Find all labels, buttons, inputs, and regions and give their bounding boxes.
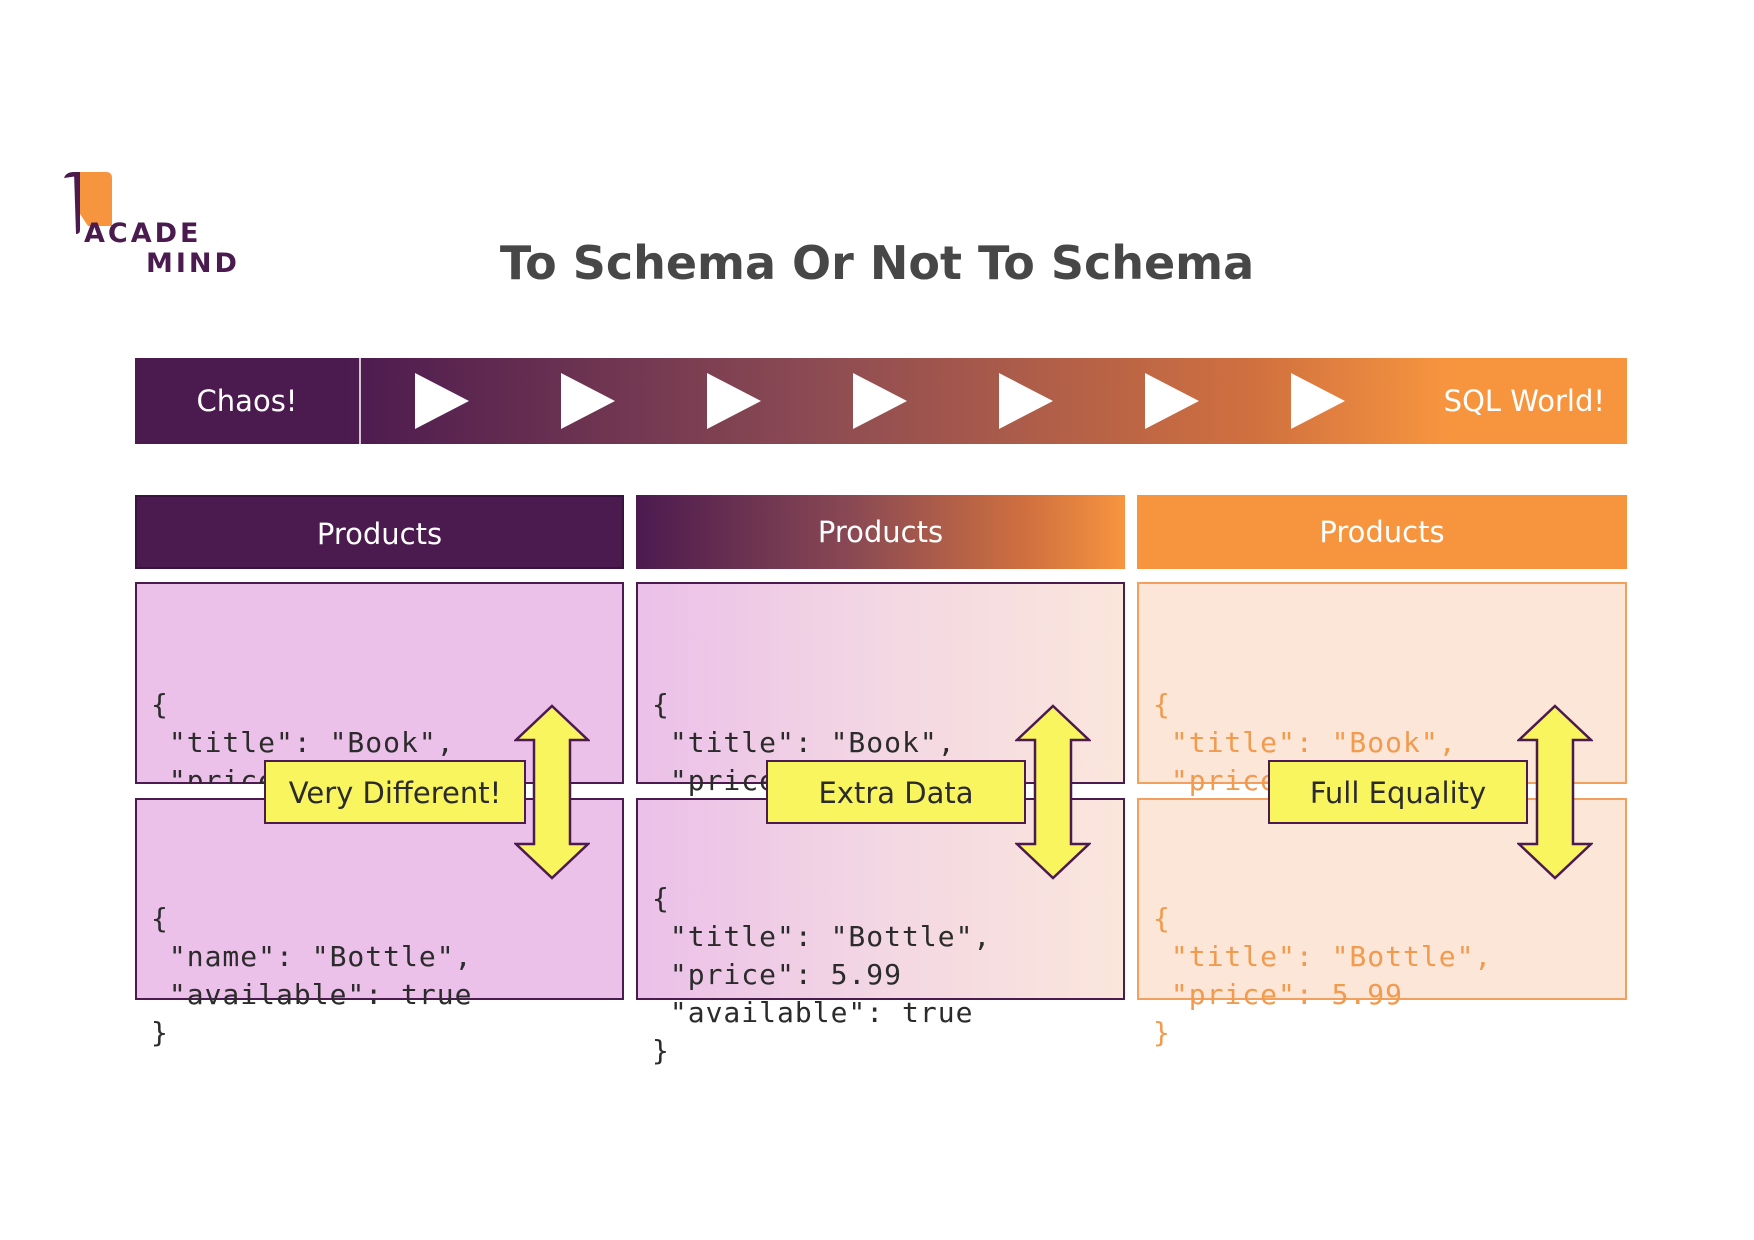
code-line: } (652, 1034, 670, 1067)
code-line: "available": true (652, 996, 974, 1029)
code-line: { (1153, 688, 1171, 721)
spectrum-right-label: SQL World! (1443, 384, 1605, 418)
comparison-label: Very Different! (264, 760, 526, 824)
double-arrow-icon (1517, 704, 1593, 880)
code-line: { (652, 688, 670, 721)
play-arrow-icon (1145, 373, 1199, 429)
column-header-intermediate: Products (636, 495, 1125, 569)
logo-text-line2: MIND (146, 248, 240, 279)
comparison-label: Full Equality (1268, 760, 1528, 824)
play-arrow-icon (1291, 373, 1345, 429)
spectrum-left-label: Chaos! (196, 384, 298, 418)
code-line: { (151, 902, 169, 935)
code-line: { (1153, 902, 1171, 935)
code-line: "price": 5.99 (652, 958, 903, 991)
logo-bookmark-icon (64, 172, 112, 234)
code-line: } (151, 1016, 169, 1049)
code-line: { (652, 882, 670, 915)
academind-logo: ACADE MIND (62, 172, 242, 282)
column-header-sql: Products (1137, 495, 1627, 569)
page-title: To Schema Or Not To Schema (499, 236, 1255, 290)
code-line: "title": "Book", (151, 726, 455, 759)
code-line: "title": "Book", (1153, 726, 1457, 759)
code-line: "title": "Bottle", (1153, 940, 1493, 973)
spectrum-divider (359, 358, 361, 444)
play-arrow-icon (561, 373, 615, 429)
double-arrow-icon (1015, 704, 1091, 880)
code-line: "title": "Bottle", (652, 920, 992, 953)
code-line: "price": 5.99 (1153, 978, 1404, 1011)
play-arrow-icon (415, 373, 469, 429)
play-arrow-icon (853, 373, 907, 429)
play-arrow-icon (999, 373, 1053, 429)
logo-text-line1: ACADE (84, 218, 202, 249)
double-arrow-icon (514, 704, 590, 880)
code-line: "available": true (151, 978, 473, 1011)
code-line: "name": "Bottle", (151, 940, 473, 973)
code-line: "title": "Book", (652, 726, 956, 759)
code-line: { (151, 688, 169, 721)
play-arrow-icon (707, 373, 761, 429)
code-line: } (1153, 1016, 1171, 1049)
column-header-chaos: Products (135, 495, 624, 569)
comparison-label: Extra Data (766, 760, 1026, 824)
schema-spectrum-bar: Chaos! SQL World! (135, 358, 1627, 444)
